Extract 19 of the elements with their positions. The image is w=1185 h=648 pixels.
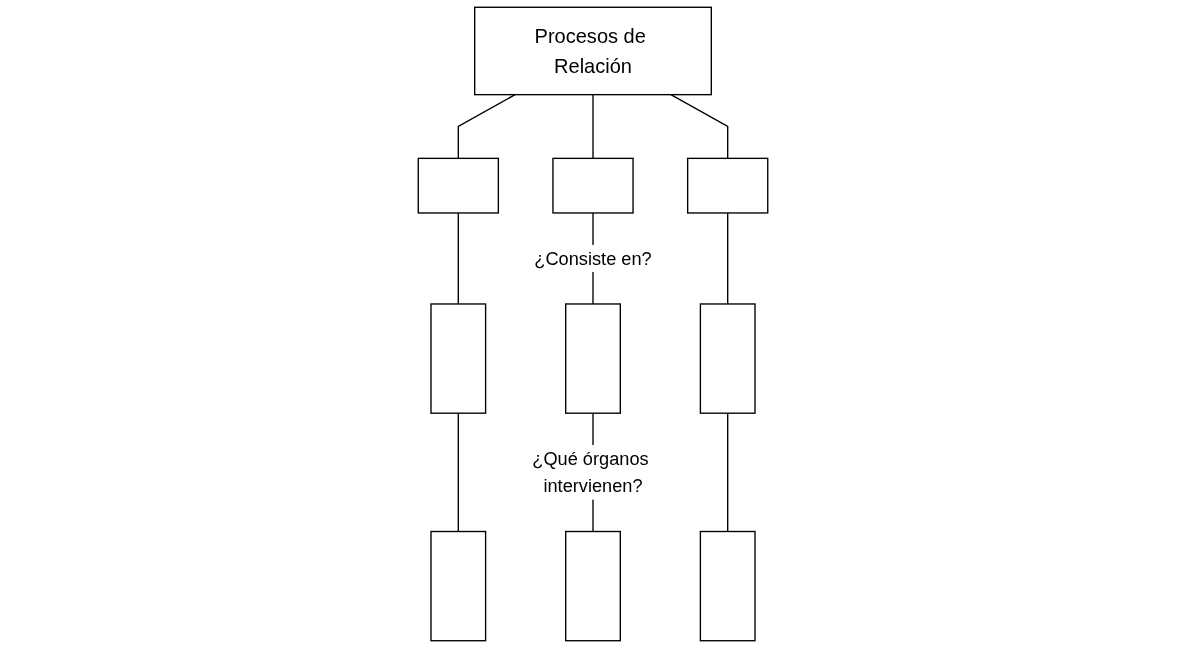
node-box [429, 530, 486, 642]
connector [726, 212, 728, 305]
node-box [564, 530, 621, 642]
node-box: Procesos de Relación [473, 6, 712, 96]
connector [457, 212, 459, 305]
node-box [417, 157, 499, 214]
edge-label: ¿Qué órganos intervienen? [531, 448, 649, 497]
connector [726, 412, 728, 533]
connector [457, 93, 516, 160]
node-box [686, 157, 768, 214]
connector [457, 412, 459, 533]
node-box [551, 157, 634, 214]
edge-label: ¿Consiste en? [533, 248, 652, 269]
node-box [564, 303, 621, 414]
node-box [699, 530, 756, 642]
connector [669, 93, 728, 160]
node-box [429, 303, 486, 414]
connector [591, 93, 594, 160]
node-box [699, 303, 756, 414]
